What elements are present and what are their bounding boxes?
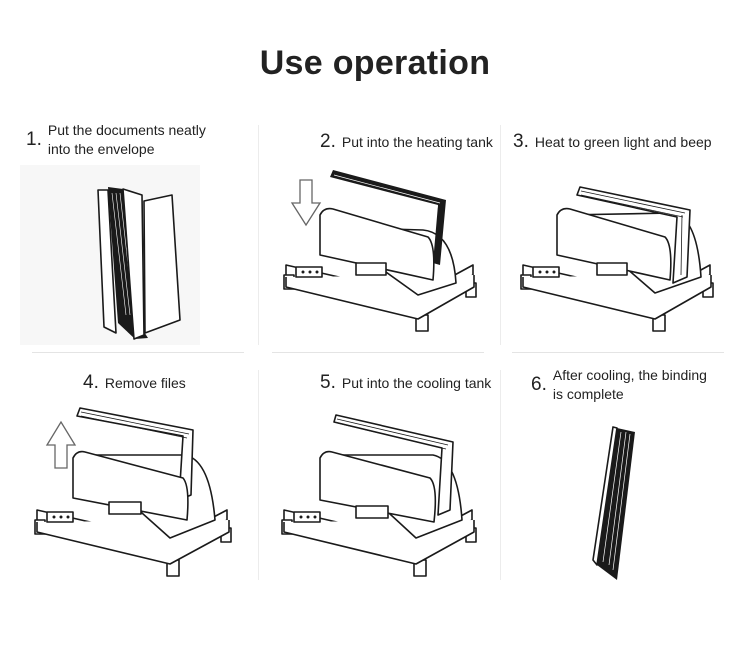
step-1: 1. Put the documents neatly into the env… bbox=[20, 115, 260, 345]
step-text: Put the documents neatly into the envelo… bbox=[47, 122, 206, 157]
binding-machine-icon bbox=[281, 414, 477, 577]
page-title: Use operation bbox=[259, 44, 491, 82]
down-arrow-icon bbox=[290, 179, 322, 227]
step-number: 6. bbox=[531, 374, 547, 395]
step-4: 4. Remove files bbox=[25, 360, 265, 585]
step-6: 6. After cooling, the binding is complet… bbox=[505, 360, 745, 585]
up-arrow-icon bbox=[45, 420, 77, 469]
row-divider bbox=[32, 352, 244, 353]
step-text: Put into the cooling tank bbox=[341, 375, 492, 391]
column-divider bbox=[500, 125, 501, 345]
column-divider bbox=[258, 370, 259, 580]
column-divider bbox=[258, 125, 259, 345]
step-5: 5. Put into the cooling tank bbox=[268, 360, 508, 585]
column-divider bbox=[500, 370, 501, 580]
binding-machine-icon bbox=[520, 186, 714, 332]
row-divider bbox=[272, 352, 484, 353]
binding-machine-icon bbox=[283, 170, 477, 332]
bound-book-icon bbox=[592, 426, 635, 580]
step-2: 2. Put into the heating tank bbox=[268, 115, 508, 340]
step-text: After cooling, the binding is complete bbox=[552, 367, 707, 402]
step-text: Put into the heating tank bbox=[341, 134, 493, 150]
step-number: 1. bbox=[26, 129, 42, 150]
row-divider bbox=[512, 352, 724, 353]
envelope-icon bbox=[20, 165, 200, 345]
step-number: 4. bbox=[83, 372, 99, 393]
step-number: 2. bbox=[320, 131, 336, 152]
step-3: 3. Heat to green light and beep bbox=[505, 115, 745, 340]
step-number: 5. bbox=[320, 372, 336, 393]
step-number: 3. bbox=[513, 131, 529, 152]
binding-machine-icon bbox=[34, 407, 232, 577]
step-text: Remove files bbox=[104, 375, 186, 391]
step-text: Heat to green light and beep bbox=[534, 134, 712, 150]
